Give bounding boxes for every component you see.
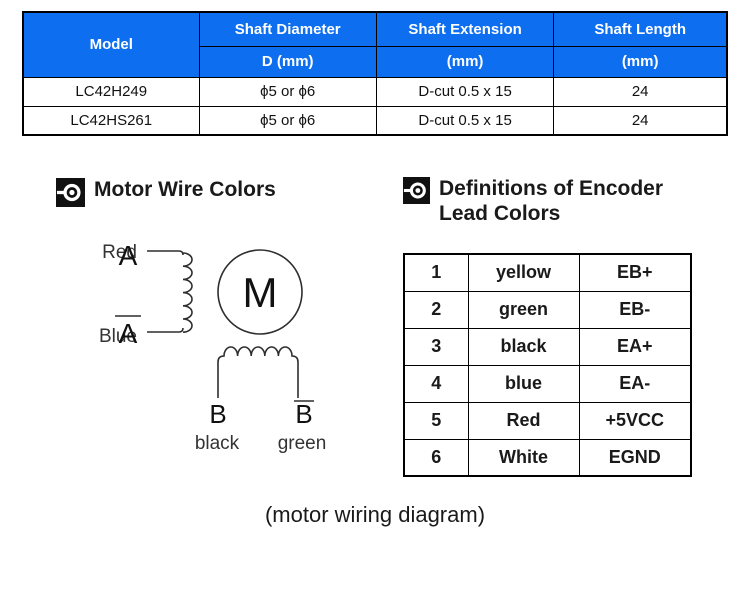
- phase-a-bar-color-label: Blue: [99, 326, 137, 347]
- encoder-row: 2 green EB-: [403, 290, 692, 329]
- spec-col-shaft-diameter-unit: D (mm): [198, 45, 377, 78]
- encoder-color: White: [467, 438, 580, 477]
- spec-table: Model Shaft Diameter Shaft Extension Sha…: [22, 11, 728, 136]
- encoder-signal: EB+: [578, 253, 692, 292]
- spec-col-shaft-diameter: Shaft Diameter: [198, 11, 377, 47]
- encoder-pin: 4: [403, 364, 469, 403]
- spec-col-shaft-extension: Shaft Extension: [375, 11, 555, 47]
- encoder-row: 4 blue EA-: [403, 364, 692, 403]
- motor-wiring-diagram: Red A Blue A M B B black green: [99, 240, 327, 454]
- encoder-row: 3 black EA+: [403, 327, 692, 366]
- phase-a-lead-line: [147, 250, 184, 256]
- spec-col-shaft-extension-unit: (mm): [375, 45, 555, 78]
- spec-col-shaft-length-unit: (mm): [553, 45, 728, 78]
- phase-b-color-label: black: [195, 433, 240, 454]
- wire-colors-title: Motor Wire Colors: [94, 178, 276, 201]
- spec-col-shaft-length: Shaft Length: [553, 11, 728, 47]
- spec-cell-model: LC42H249: [22, 76, 200, 107]
- encoder-signal: EA-: [578, 364, 692, 403]
- encoder-pin: 2: [403, 290, 469, 329]
- phase-a-bar-lead-line: [147, 327, 184, 333]
- bullseye-icon: [403, 177, 430, 204]
- encoder-pin: 5: [403, 401, 469, 440]
- diagram-caption: (motor wiring diagram): [264, 502, 486, 527]
- spec-cell-length: 24: [553, 105, 728, 136]
- bullseye-icon: [56, 178, 85, 207]
- phase-a-bar-label: A: [119, 318, 138, 349]
- encoder-color: black: [467, 327, 580, 366]
- encoder-table: 1 yellow EB+ 2 green EB- 3 black EA+ 4 b…: [403, 253, 692, 477]
- spec-cell-extension: D-cut 0.5 x 15: [375, 76, 555, 107]
- encoder-title: Definitions of Encoder Lead Colors: [439, 176, 663, 226]
- phase-b-bar-color-label: green: [278, 433, 327, 454]
- encoder-signal: EB-: [578, 290, 692, 329]
- motor-symbol: M: [243, 269, 278, 316]
- phase-a-coil: [182, 252, 193, 333]
- encoder-signal: EA+: [578, 327, 692, 366]
- spec-col-model: Model: [22, 11, 200, 78]
- spec-cell-diameter: ϕ5 or ϕ6: [198, 105, 377, 136]
- encoder-heading: Definitions of Encoder Lead Colors: [403, 176, 663, 226]
- encoder-color: green: [467, 290, 580, 329]
- encoder-row: 1 yellow EB+: [403, 253, 692, 292]
- spec-table-row: LC42HS261 ϕ5 or ϕ6 D-cut 0.5 x 15 24: [22, 105, 728, 136]
- encoder-pin: 6: [403, 438, 469, 477]
- encoder-pin: 3: [403, 327, 469, 366]
- wire-colors-heading: Motor Wire Colors: [56, 177, 276, 207]
- encoder-signal: EGND: [578, 438, 692, 477]
- phase-b-label: B: [209, 399, 226, 429]
- spec-cell-diameter: ϕ5 or ϕ6: [198, 76, 377, 107]
- encoder-title-line1: Definitions of Encoder: [439, 177, 664, 200]
- encoder-color: Red: [467, 401, 580, 440]
- encoder-color: blue: [467, 364, 580, 403]
- encoder-row: 6 White EGND: [403, 438, 692, 477]
- phase-b-bar-label: B: [295, 399, 312, 429]
- motor-circle: [217, 249, 303, 335]
- spec-cell-model: LC42HS261: [22, 105, 200, 136]
- phase-b-winding: [217, 346, 299, 398]
- phase-a-color-label: Red: [102, 242, 137, 263]
- encoder-row: 5 Red +5VCC: [403, 401, 692, 440]
- encoder-signal: +5VCC: [578, 401, 692, 440]
- encoder-color: yellow: [467, 253, 580, 292]
- spec-table-row: LC42H249 ϕ5 or ϕ6 D-cut 0.5 x 15 24: [22, 76, 728, 107]
- encoder-pin: 1: [403, 253, 469, 292]
- encoder-title-line2: Lead Colors: [439, 202, 561, 225]
- spec-cell-length: 24: [553, 76, 728, 107]
- spec-cell-extension: D-cut 0.5 x 15: [375, 105, 555, 136]
- phase-a-label: A: [119, 240, 138, 271]
